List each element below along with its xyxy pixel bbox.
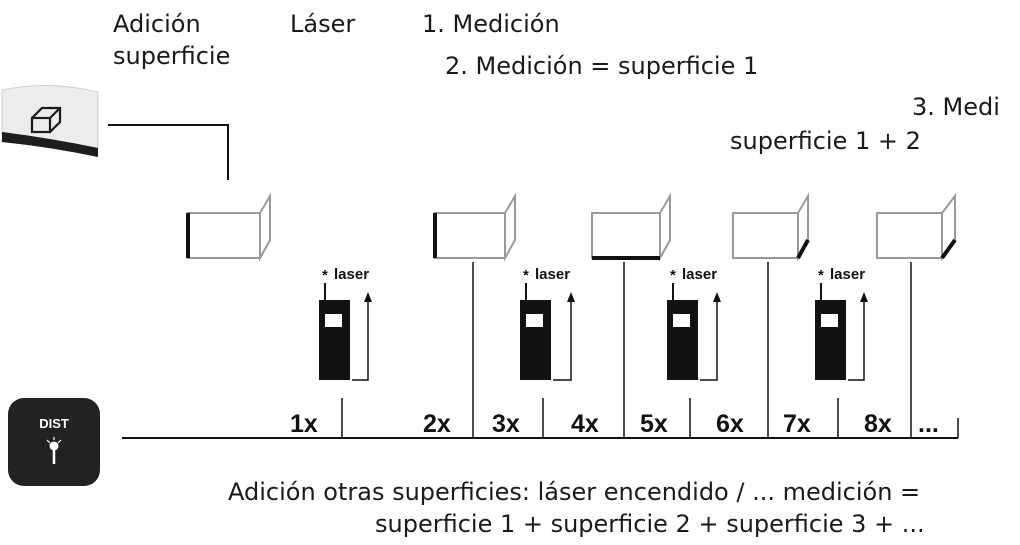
surface-box-1 — [186, 192, 271, 262]
count-3x: 3x — [492, 410, 520, 438]
count-1x: 1x — [290, 410, 318, 438]
connector-line — [108, 124, 229, 180]
laser-star-1: * — [322, 267, 328, 284]
dist-key-label: DIST — [39, 416, 69, 431]
surface-box-4 — [732, 192, 810, 262]
count-2x: 2x — [423, 410, 451, 438]
count-ellipsis: ... — [918, 410, 939, 438]
laser-device-4: * laser — [815, 266, 868, 381]
laser-star-3: * — [670, 267, 676, 284]
laser-device-2: * laser — [520, 266, 575, 381]
surface-box-3 — [591, 192, 671, 262]
laser-star-2: * — [523, 267, 529, 284]
count-5x: 5x — [640, 410, 668, 438]
dist-key[interactable]: DIST — [8, 398, 100, 486]
laser-label-2: laser — [535, 266, 570, 283]
footer-line-1: Adición otras superficies: láser encendi… — [228, 478, 921, 506]
count-4x: 4x — [571, 410, 599, 438]
count-ticks — [341, 398, 839, 438]
laser-device-1: * laser — [319, 266, 372, 381]
laser-device-3: * laser — [667, 266, 721, 381]
surface-box-5 — [876, 193, 957, 262]
footer-line-2: superficie 1 + superficie 2 + superficie… — [375, 510, 925, 538]
count-7x: 7x — [783, 410, 811, 438]
adicion-label-line2: superficie — [113, 42, 231, 70]
area-function-key[interactable] — [1, 85, 99, 157]
step-2-label: 2. Medición = superficie 1 — [445, 52, 759, 80]
count-6x: 6x — [716, 410, 744, 438]
step-3-label: 3. Medi — [912, 93, 1000, 121]
adicion-label-line1: Adición — [113, 10, 201, 38]
laser-heading: Láser — [290, 10, 356, 38]
laser-star-4: * — [818, 267, 824, 284]
column-separators — [472, 262, 912, 438]
laser-label-1: laser — [334, 266, 369, 283]
area-cube-icon — [30, 106, 62, 134]
laser-label-4: laser — [830, 266, 865, 283]
laser-label-3: laser — [682, 266, 717, 283]
step-1-label: 1. Medición — [422, 10, 560, 38]
step-3-sublabel: superficie 1 + 2 — [730, 127, 921, 155]
count-8x: 8x — [864, 410, 892, 438]
laser-pointer-icon — [46, 437, 62, 464]
surface-box-2 — [433, 192, 516, 262]
